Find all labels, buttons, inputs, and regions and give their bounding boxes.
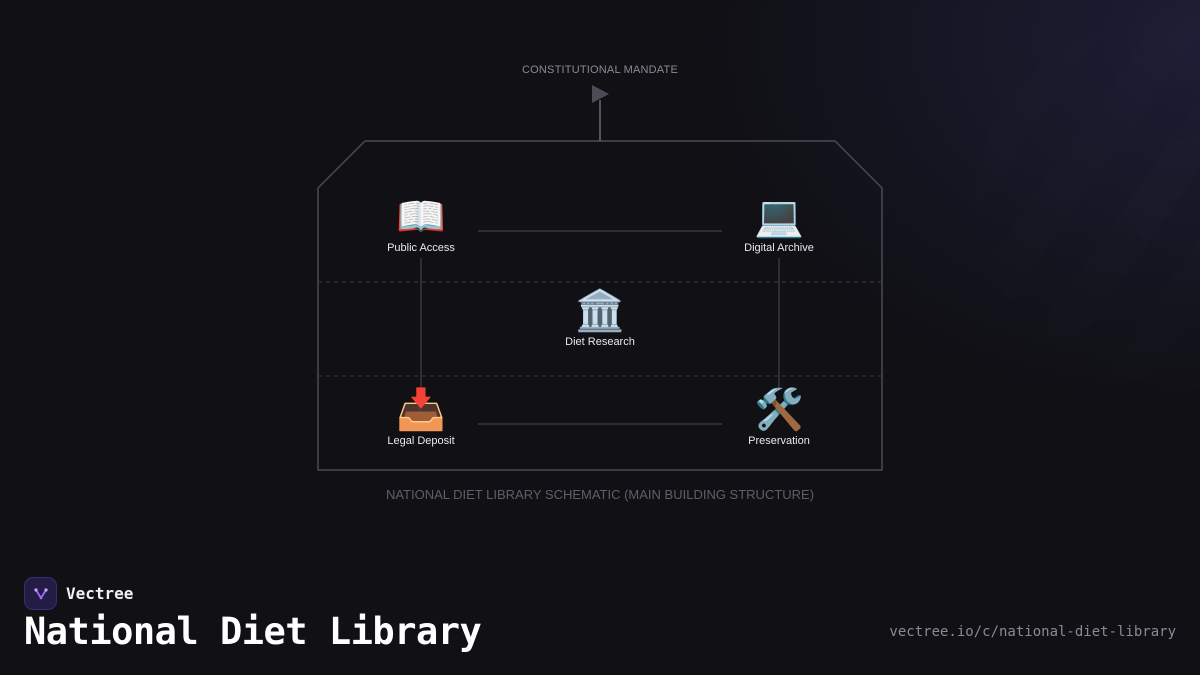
node-diet-research: 🏛️ Diet Research <box>530 288 670 348</box>
node-label: Public Access <box>387 242 455 254</box>
vectree-logo-icon[interactable] <box>24 577 57 610</box>
building-outline <box>317 140 883 471</box>
node-label: Diet Research <box>565 336 635 348</box>
mandate-flag <box>592 85 609 103</box>
constitutional-mandate-label: CONSTITUTIONAL MANDATE <box>522 64 678 76</box>
open-book-icon: 📖 <box>396 195 446 239</box>
brand-name: Vectree <box>66 584 134 603</box>
node-label: Legal Deposit <box>387 435 455 447</box>
diagram-caption: NATIONAL DIET LIBRARY SCHEMATIC (MAIN BU… <box>385 487 815 502</box>
laptop-icon: 💻 <box>754 195 804 239</box>
hammer-and-wrench-icon: 🛠️ <box>754 388 804 432</box>
classical-building-icon: 🏛️ <box>575 289 625 333</box>
node-digital-archive: 💻 Digital Archive <box>709 194 849 254</box>
page-title: National Diet Library <box>24 610 482 653</box>
brand: Vectree <box>24 577 133 610</box>
page-url[interactable]: vectree.io/c/national-diet-library <box>889 624 1176 640</box>
inbox-tray-icon: 📥 <box>396 388 446 432</box>
node-label: Digital Archive <box>744 242 814 254</box>
node-preservation: 🛠️ Preservation <box>709 387 849 447</box>
node-legal-deposit: 📥 Legal Deposit <box>351 387 491 447</box>
node-label: Preservation <box>748 435 810 447</box>
node-public-access: 📖 Public Access <box>351 194 491 254</box>
